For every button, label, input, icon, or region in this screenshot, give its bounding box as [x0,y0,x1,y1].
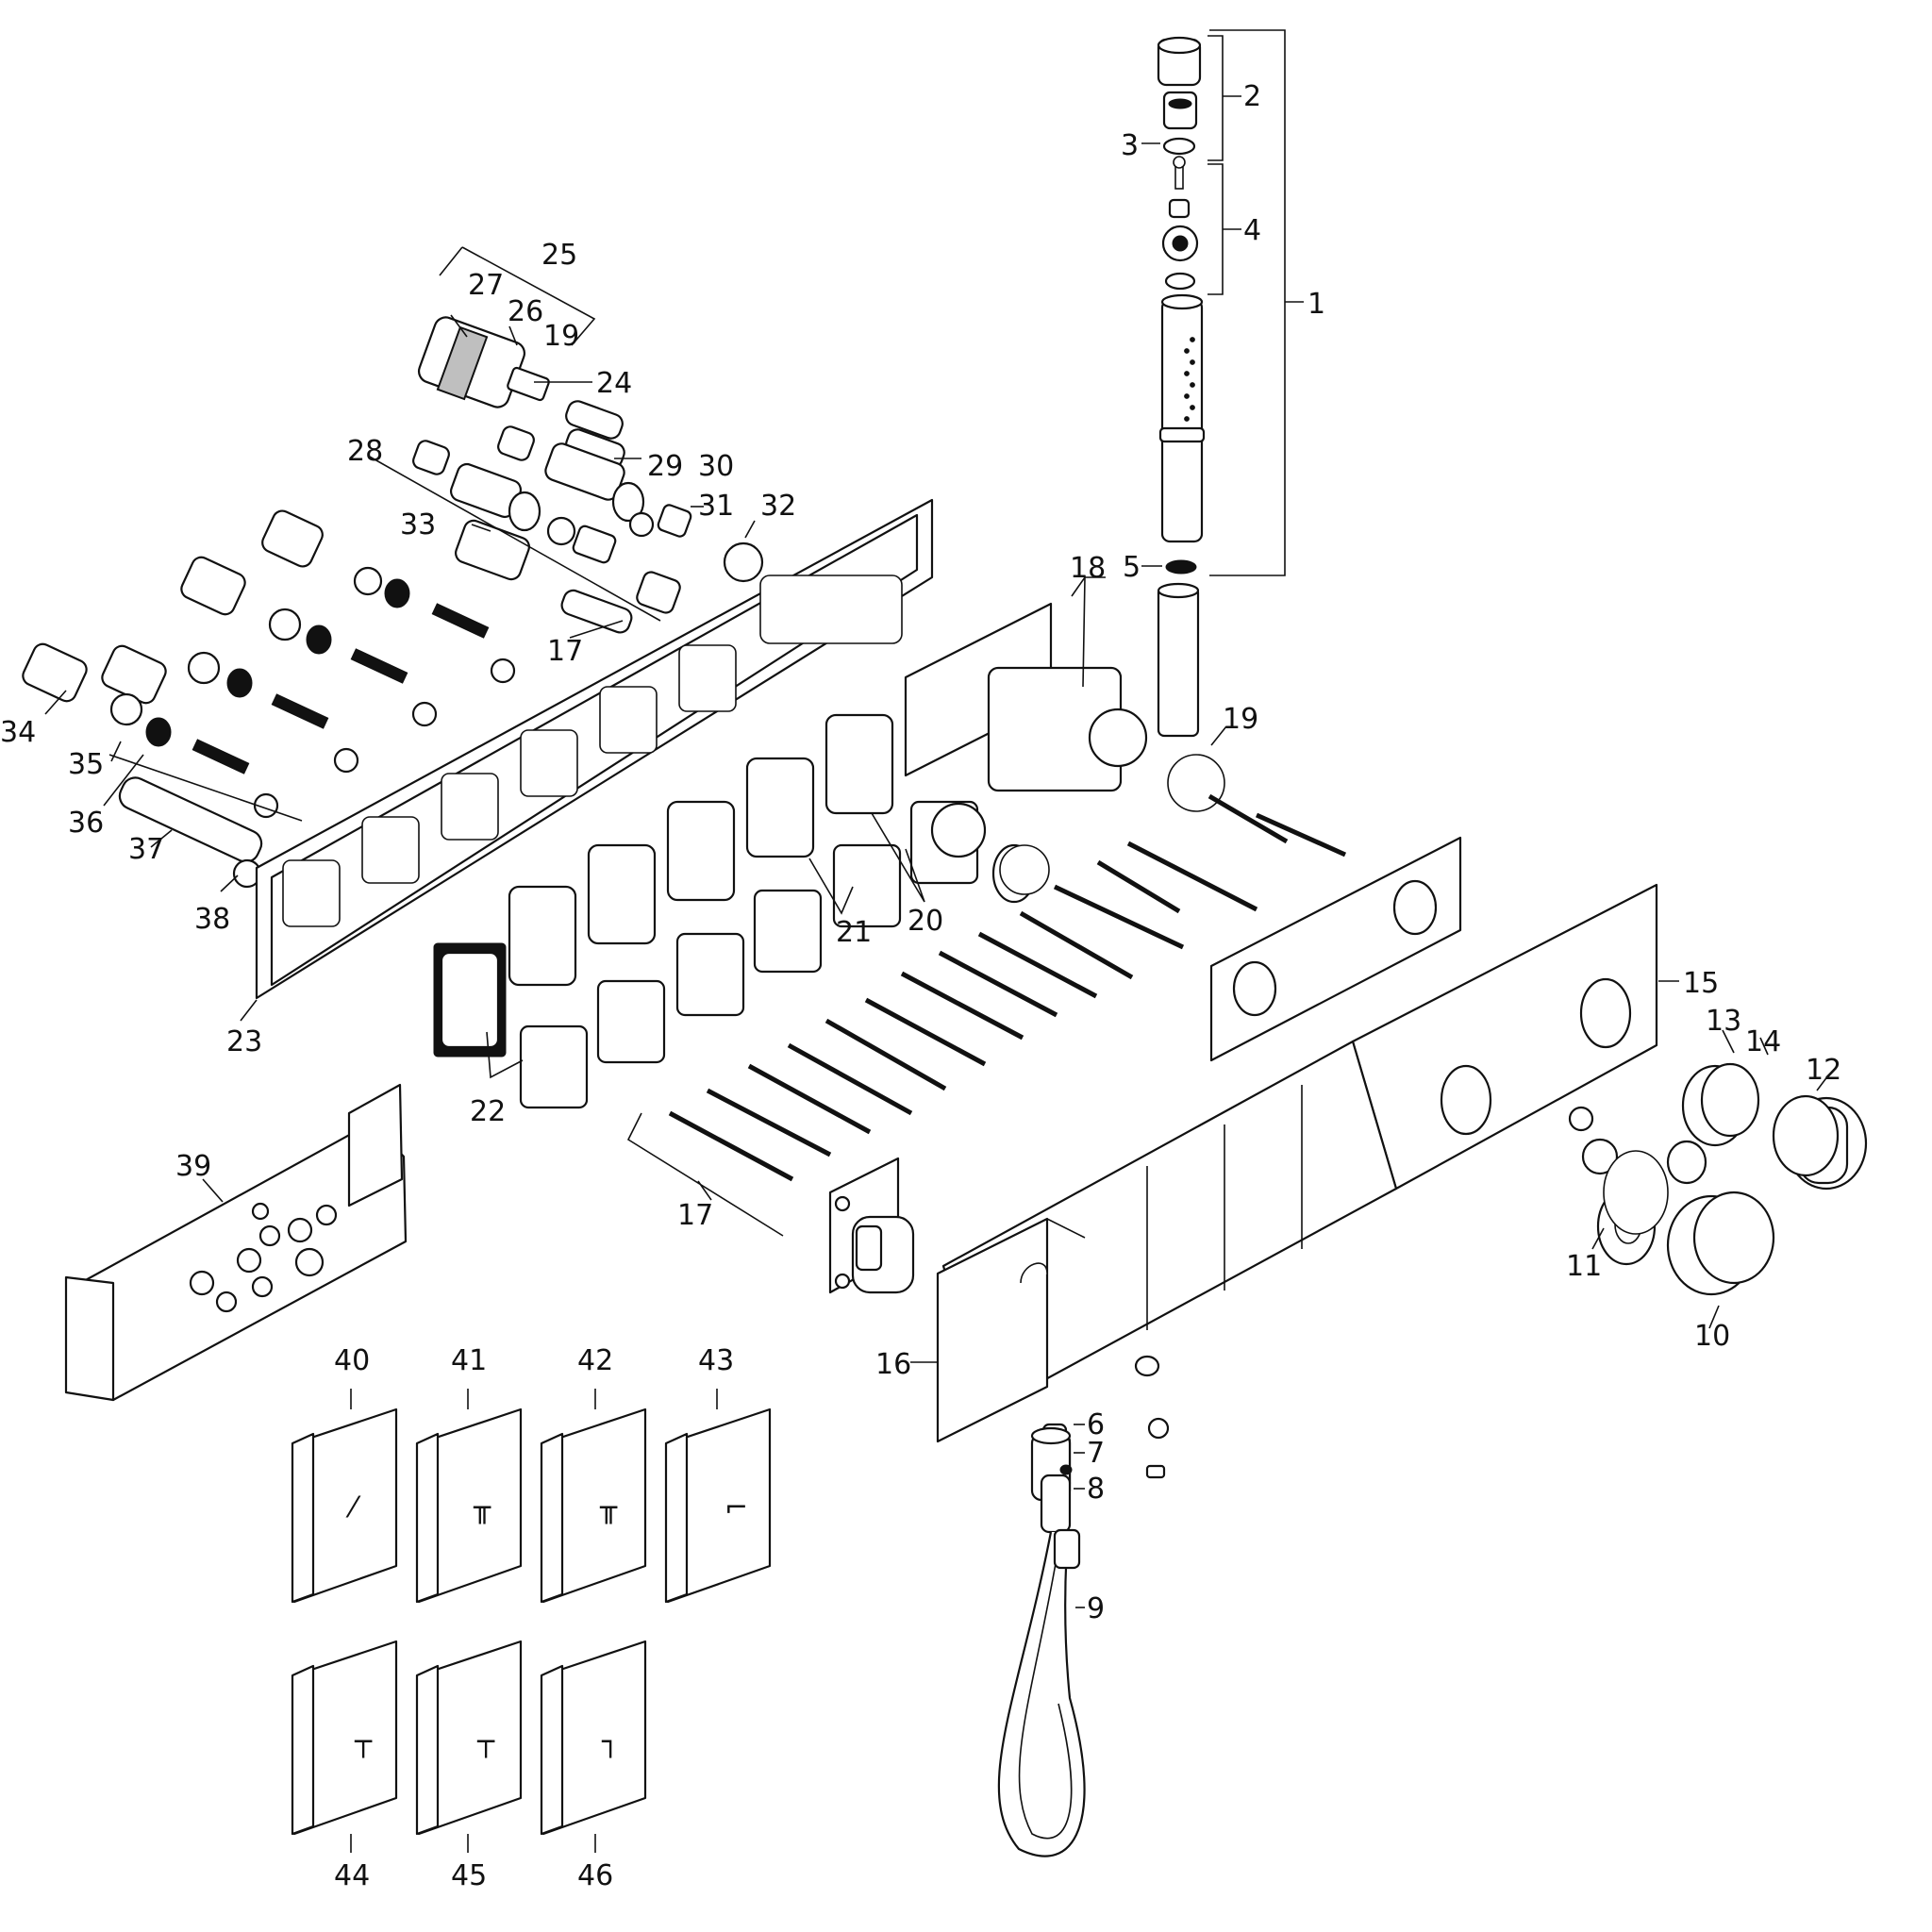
face-plates [936,836,1658,1443]
svg-text:╥: ╥ [599,1491,618,1524]
label-31: 31 [698,490,734,523]
label-1: 1 [1307,288,1325,321]
label-30: 30 [698,450,734,483]
label-42: 42 [577,1344,613,1377]
label-39: 39 [175,1150,211,1183]
label-37: 37 [128,833,164,866]
label-32: 32 [760,490,796,523]
screws [668,793,1347,1182]
mounting-frame [255,498,934,1000]
label-35: 35 [68,748,104,781]
label-21: 21 [836,916,872,949]
svg-text:┬: ┬ [476,1725,495,1758]
label-16: 16 [875,1348,911,1381]
label-33: 33 [400,508,436,541]
label-45: 45 [451,1859,487,1892]
label-20: 20 [908,905,943,938]
label-7: 7 [1087,1437,1105,1470]
label-19a: 19 [543,320,579,353]
gasket-plates [433,602,1148,1109]
spray-holes [1184,337,1195,433]
label-3: 3 [1121,129,1139,162]
svg-text:┐: ┐ [601,1725,619,1758]
label-22: 22 [470,1095,506,1128]
label-14: 14 [1745,1025,1781,1058]
label-41: 41 [451,1344,487,1377]
label-28: 28 [347,435,383,468]
svg-text:╥: ╥ [473,1491,491,1524]
label-2: 2 [1243,80,1261,113]
label-43: 43 [698,1344,734,1377]
label-46: 46 [577,1859,613,1892]
label-8: 8 [1087,1473,1105,1506]
shower-hose [997,1355,1170,1857]
label-10: 10 [1694,1320,1730,1353]
label-9: 9 [1087,1592,1105,1625]
control-knobs [1568,1062,1868,1296]
label-6: 6 [1087,1408,1105,1441]
label-18: 18 [1070,552,1106,585]
label-38: 38 [194,903,230,936]
cover-caps: ⁄ ╥ ╥ ⌐ ┬ ┬ ┐ [291,1407,772,1836]
label-15: 15 [1683,967,1719,1000]
valve-columns [22,509,516,889]
label-17b: 17 [677,1199,713,1232]
wall-connector [828,1157,915,1294]
svg-text:⌐: ⌐ [724,1491,748,1524]
label-23: 23 [226,1025,262,1058]
label-13: 13 [1706,1005,1741,1038]
valve-cartridge-assembly [412,316,764,634]
label-5: 5 [1123,551,1141,584]
label-36: 36 [68,807,104,840]
label-34: 34 [0,716,36,749]
svg-text:┬: ┬ [354,1725,373,1758]
part-labels: 1 2 3 4 5 6 7 8 9 10 11 12 13 14 15 16 1… [0,80,1841,1892]
base-body [64,1083,408,1402]
label-24: 24 [596,367,632,400]
label-12: 12 [1806,1054,1841,1087]
label-19b: 19 [1223,703,1258,736]
label-17a: 17 [547,635,583,668]
label-25: 25 [541,239,577,272]
label-11: 11 [1566,1250,1602,1283]
label-44: 44 [334,1859,370,1892]
hand-shower-assembly [1157,36,1206,738]
label-40: 40 [334,1344,370,1377]
label-29: 29 [647,450,683,483]
label-27: 27 [468,269,504,302]
label-4: 4 [1243,214,1261,247]
label-26: 26 [508,295,543,328]
